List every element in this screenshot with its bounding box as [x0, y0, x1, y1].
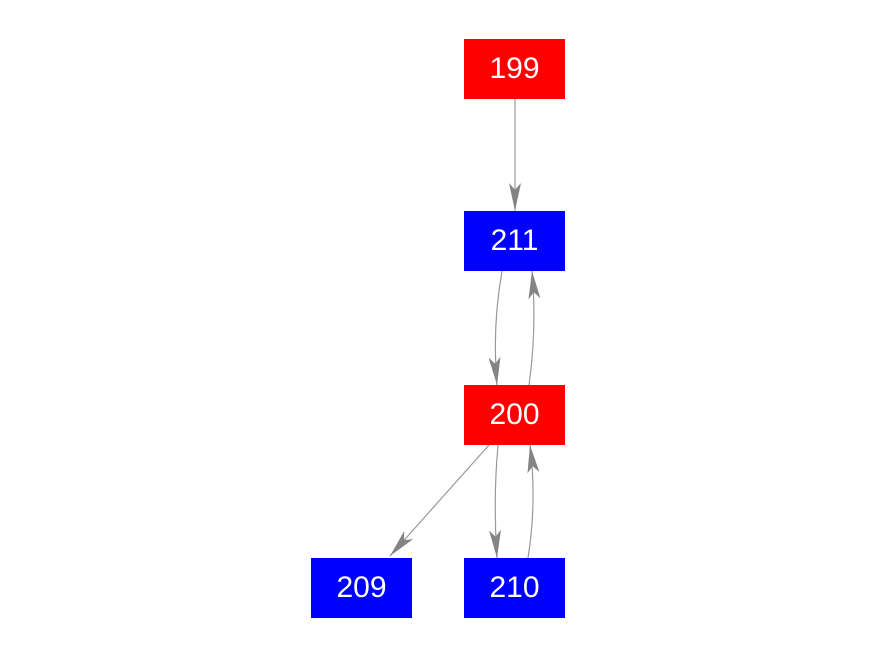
node-200[interactable]: 200 — [464, 385, 565, 445]
node-label-199: 199 — [489, 52, 540, 85]
arrowhead-199-211 — [509, 183, 521, 211]
node-211[interactable]: 211 — [464, 211, 565, 271]
node-label-209: 209 — [336, 571, 387, 604]
node-label-211: 211 — [490, 224, 539, 257]
edge-200-210 — [494, 444, 499, 559]
node-209[interactable]: 209 — [311, 558, 412, 618]
node-210[interactable]: 210 — [464, 558, 565, 618]
edge-211-200 — [494, 270, 503, 386]
arrowhead-211-200 — [488, 356, 501, 385]
node-label-200: 200 — [489, 398, 540, 431]
edge-200-209 — [389, 444, 490, 557]
node-label-210: 210 — [489, 571, 540, 604]
arrowhead-200-210 — [489, 529, 502, 558]
arrowhead-210-200 — [527, 445, 540, 474]
edge-210-200 — [527, 444, 534, 559]
edge-200-211 — [528, 270, 535, 386]
node-199[interactable]: 199 — [464, 39, 565, 99]
arrowhead-200-211 — [528, 271, 541, 300]
arrowhead-200-209 — [390, 531, 414, 556]
